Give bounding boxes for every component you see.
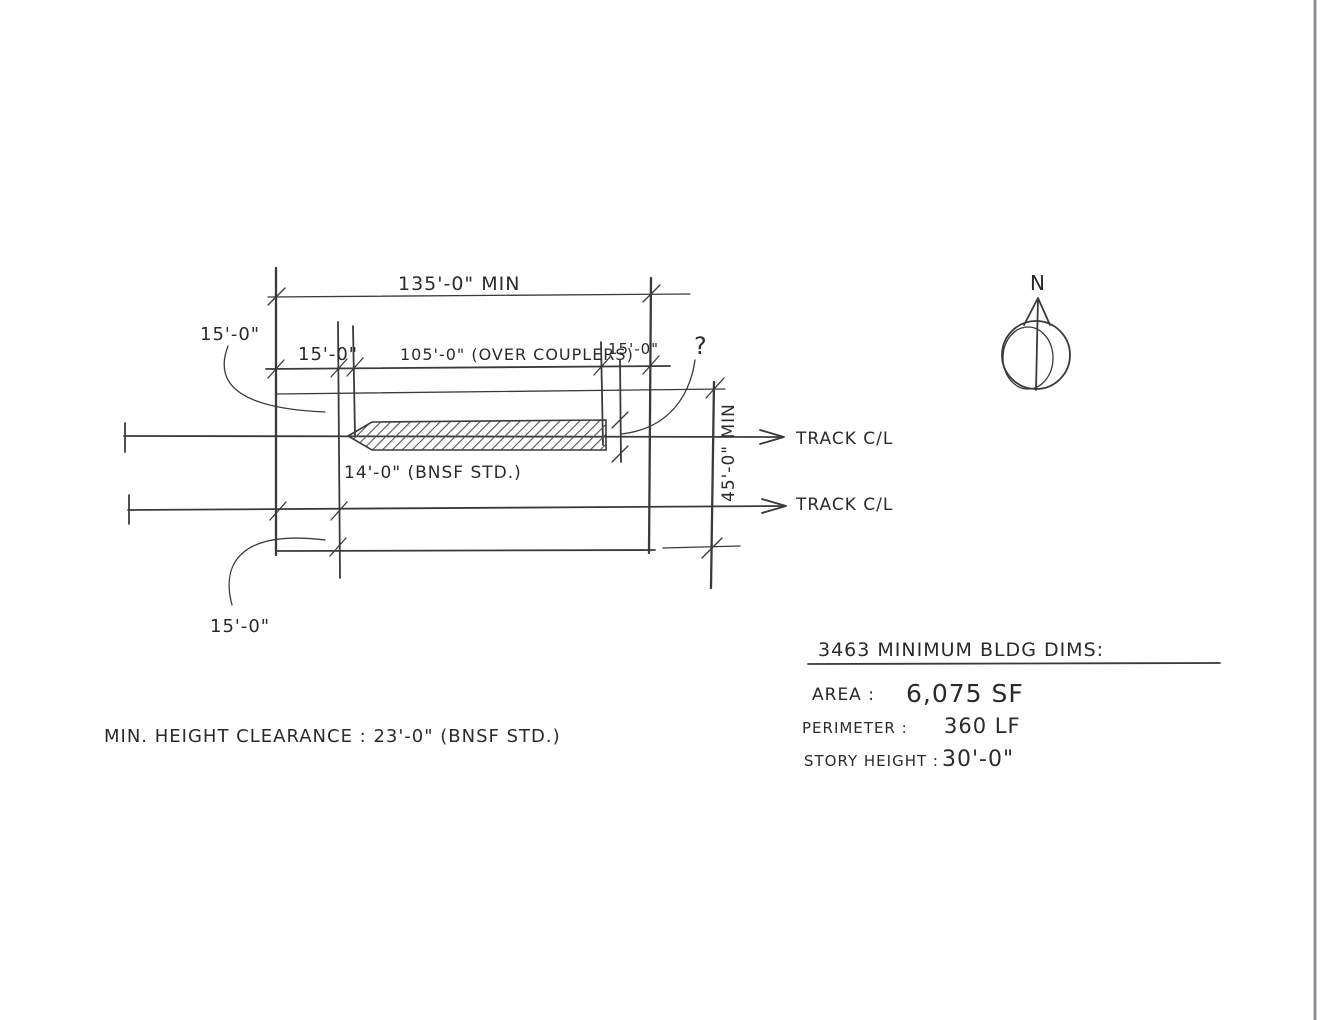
coupler-right-line: [619, 359, 622, 463]
hatched-platform: [346, 419, 607, 451]
tick-h: [611, 445, 629, 463]
north-arrow-head: [1023, 297, 1051, 326]
overall-length-label: 135'-0" MIN: [398, 273, 520, 295]
tick-g: [611, 411, 629, 429]
platform-left-extension: [337, 321, 341, 579]
platform-start-line: [352, 325, 356, 437]
min-building-dims: 3463 MINIMUM BLDG DIMS: AREA : 6,075 SF …: [802, 639, 1221, 772]
tick-b: [330, 358, 348, 378]
leader-top-left: [223, 345, 326, 413]
tick-overall-right: [642, 284, 661, 303]
width-dimension-line: [709, 380, 716, 590]
building-right-line: [647, 276, 653, 555]
end-offset-right-label: 15'-0": [608, 340, 659, 358]
overall-dimension-line: [267, 293, 691, 298]
tick-l: [701, 537, 723, 559]
dims-heading: 3463 MINIMUM BLDG DIMS:: [818, 639, 1104, 661]
dims-heading-underline: [807, 662, 1221, 665]
tick-i: [269, 501, 287, 521]
height-clearance-note: MIN. HEIGHT CLEARANCE : 23'-0" (BNSF STD…: [104, 726, 561, 747]
north-arrow-shaft: [1035, 297, 1039, 391]
tick-e: [642, 355, 660, 375]
north-arrow-circle-inner: [1002, 326, 1054, 390]
building-top-line: [265, 365, 671, 370]
track-label-2: TRACK C/L: [795, 495, 893, 515]
area-value: 6,075 SF: [906, 679, 1024, 708]
coupler-length-label: 105'-0" (OVER COUPLERS): [400, 345, 634, 364]
story-height-label: STORY HEIGHT :: [804, 752, 939, 770]
tick-j: [330, 501, 348, 521]
tick-f: [705, 377, 725, 399]
building-bottom-ext-line: [662, 545, 741, 549]
perimeter-label: PERIMETER :: [802, 719, 908, 737]
perimeter-value: 360 LF: [944, 714, 1021, 738]
end-offset-left-label: 15'-0": [298, 344, 358, 365]
question-mark-label: ?: [694, 332, 708, 360]
area-label: AREA :: [812, 685, 875, 705]
tick-d: [593, 356, 611, 376]
tick-a: [267, 359, 285, 379]
platform-width-label: 14'-0" (BNSF STD.): [344, 463, 522, 483]
track-1-arrowhead: [759, 429, 785, 445]
north-letter: N: [1030, 271, 1046, 295]
building-width-label: 45'-0" MIN: [719, 403, 739, 502]
left-offset-top-label: 15'-0": [200, 324, 260, 345]
tick-k: [329, 537, 347, 557]
left-offset-bottom-label: 15'-0": [210, 616, 270, 637]
building-top-offset-line: [275, 388, 726, 395]
story-height-value: 30'-0": [942, 747, 1014, 772]
track-2-arrowhead: [761, 498, 787, 514]
site-plan: [123, 266, 787, 606]
leader-bottom-left: [228, 537, 326, 606]
track-label-1: TRACK C/L: [795, 429, 893, 449]
track-centerline-2: [127, 505, 785, 511]
leader-question: [621, 359, 696, 435]
north-arrow-icon: [1001, 297, 1071, 391]
tick-c: [346, 357, 364, 377]
tick-overall-left: [267, 287, 286, 306]
building-bottom-line: [275, 549, 656, 552]
